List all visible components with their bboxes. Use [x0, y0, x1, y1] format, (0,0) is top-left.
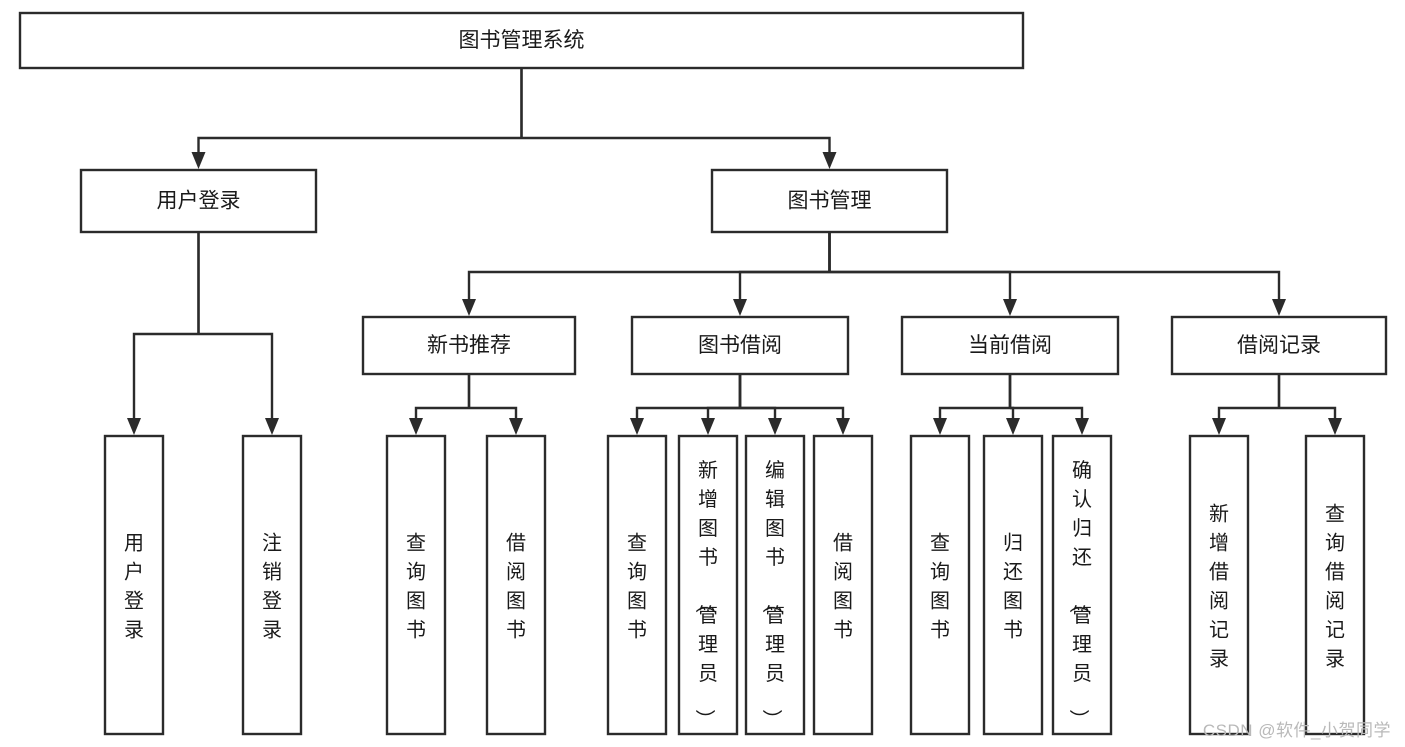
node-book-borrow[interactable]: 图书借阅	[630, 315, 850, 376]
node-label: 查询借阅记录	[1325, 503, 1345, 671]
edge-current-borrow-to-leaf-return-book	[1006, 374, 1020, 435]
node-label: 新增借阅记录	[1209, 503, 1229, 671]
node-label: 图书管理	[788, 190, 872, 213]
node-label: 查询图书	[627, 532, 647, 642]
edge-borrow-record-to-leaf-query-record	[1277, 374, 1342, 435]
node-book-manage[interactable]: 图书管理	[710, 168, 949, 234]
edge-new-book-rec-to-leaf-query-book-1	[409, 374, 471, 435]
node-label: 用户登录	[124, 533, 144, 642]
edge-user-login-to-leaf-logout	[197, 232, 279, 435]
node-label: 确认归还（管理员）	[1067, 459, 1092, 729]
node-label: 归还图书	[1003, 532, 1023, 642]
node-leaf-query-book-2[interactable]: 查询图书	[606, 434, 668, 736]
edge-current-borrow-to-leaf-query-book-3	[933, 374, 1012, 435]
node-root-图书管理系统[interactable]: 图书管理系统	[18, 11, 1025, 70]
edge-book-borrow-to-leaf-edit-book	[738, 374, 782, 435]
node-label: 用户登录	[157, 190, 241, 213]
edge-user-login-to-leaf-user-login	[127, 232, 200, 435]
node-label: 新书推荐	[427, 334, 511, 357]
edge-book-manage-to-new-book-rec	[462, 232, 831, 316]
node-leaf-return-book[interactable]: 归还图书	[982, 434, 1044, 736]
node-leaf-add-book[interactable]: 新增图书（管理员）	[677, 434, 739, 736]
node-leaf-borrow-book-1[interactable]: 借阅图书	[485, 434, 547, 736]
node-label: 注销登录	[262, 532, 282, 642]
node-user-login[interactable]: 用户登录	[79, 168, 318, 234]
edge-root-to-book-manage	[520, 68, 837, 169]
node-leaf-add-record[interactable]: 新增借阅记录	[1188, 434, 1250, 736]
node-label: 借阅记录	[1237, 334, 1321, 357]
node-leaf-query-record[interactable]: 查询借阅记录	[1304, 434, 1366, 736]
node-label: 图书借阅	[698, 334, 782, 357]
node-new-book-rec[interactable]: 新书推荐	[361, 315, 577, 376]
node-label: 编辑图书（管理员）	[760, 459, 785, 729]
node-leaf-confirm-return[interactable]: 确认归还（管理员）	[1051, 434, 1113, 736]
edge-root-to-user-login	[191, 68, 523, 169]
node-layer: 图书管理系统用户登录图书管理新书推荐图书借阅当前借阅借阅记录用户登录注销登录查询…	[18, 11, 1388, 736]
node-label: 查询图书	[930, 532, 950, 642]
node-label: 借阅图书	[833, 532, 853, 642]
node-leaf-user-login[interactable]: 用户登录	[103, 434, 165, 736]
node-label: 新增图书（管理员）	[693, 459, 718, 729]
edge-book-borrow-to-leaf-add-book	[701, 374, 742, 435]
edge-book-manage-to-current-borrow	[828, 232, 1017, 316]
edge-new-book-rec-to-leaf-borrow-book-1	[467, 374, 523, 435]
edge-current-borrow-to-leaf-confirm-return	[1008, 374, 1089, 435]
node-leaf-query-book-3[interactable]: 查询图书	[909, 434, 971, 736]
node-label: 当前借阅	[968, 334, 1052, 357]
node-leaf-borrow-book-2[interactable]: 借阅图书	[812, 434, 874, 736]
node-current-borrow[interactable]: 当前借阅	[900, 315, 1120, 376]
node-label: 图书管理系统	[459, 29, 585, 52]
node-borrow-record[interactable]: 借阅记录	[1170, 315, 1388, 376]
node-leaf-logout[interactable]: 注销登录	[241, 434, 303, 736]
csdn-watermark: CSDN @软件_小贺同学	[1202, 721, 1391, 740]
node-leaf-query-book-1[interactable]: 查询图书	[385, 434, 447, 736]
node-leaf-edit-book[interactable]: 编辑图书（管理员）	[744, 434, 806, 736]
edge-book-manage-to-borrow-record	[828, 232, 1286, 316]
edge-book-borrow-to-leaf-borrow-book-2	[738, 374, 850, 435]
node-label: 查询图书	[406, 532, 426, 642]
edge-borrow-record-to-leaf-add-record	[1212, 374, 1281, 435]
connector-layer	[127, 68, 1342, 435]
edge-book-borrow-to-leaf-query-book-2	[630, 374, 742, 435]
edge-book-manage-to-book-borrow	[733, 232, 831, 316]
node-label: 借阅图书	[506, 532, 526, 642]
